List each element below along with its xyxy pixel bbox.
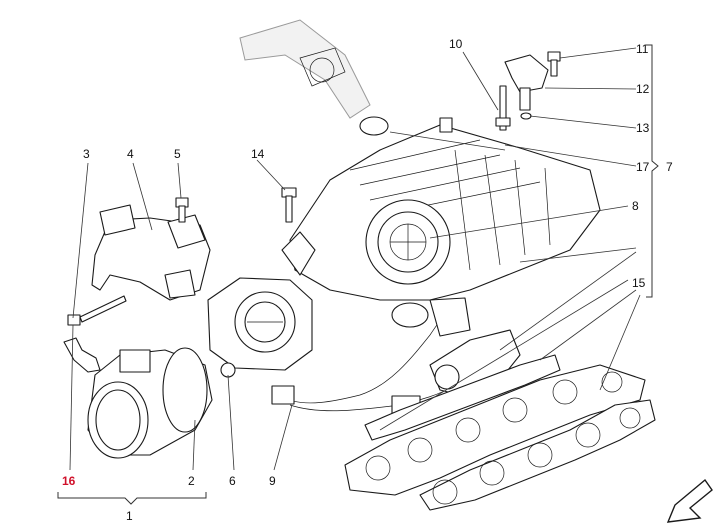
callout-13: 13	[636, 121, 650, 135]
bracket-group-1	[57, 492, 207, 505]
sensor-o-ring	[520, 112, 532, 120]
seal-ring-2	[162, 347, 208, 433]
manifold-gaskets	[344, 354, 656, 511]
callout-3: 3	[83, 147, 90, 161]
stud-10	[495, 85, 511, 131]
callout-7: 7	[666, 160, 673, 174]
mounting-bracket	[91, 204, 211, 301]
callout-4: 4	[127, 147, 134, 161]
callout-11: 11	[636, 42, 649, 56]
bracket-group-7	[646, 44, 659, 298]
ghost-intake-duct	[239, 19, 371, 119]
throttle-body	[207, 277, 313, 378]
intake-manifold	[281, 117, 601, 328]
callout-9: 9	[269, 474, 276, 488]
wiring-harness	[271, 297, 471, 419]
callout-2: 2	[188, 474, 195, 488]
callout-17: 17	[636, 160, 650, 174]
callout-8: 8	[632, 199, 639, 213]
callout-12: 12	[636, 82, 650, 96]
air-temperature-sensor	[63, 337, 101, 373]
manifold-pressure-sensor	[504, 54, 549, 111]
callout-5: 5	[174, 147, 181, 161]
leader-lines	[69, 47, 641, 471]
bolt-14	[281, 187, 297, 223]
bolt-5	[175, 197, 189, 223]
callout-15: 15	[632, 276, 646, 290]
bolt-11	[547, 51, 561, 77]
long-bolt-3	[67, 295, 127, 326]
callout-6: 6	[229, 474, 236, 488]
duct-gasket	[359, 116, 389, 136]
callout-14: 14	[251, 147, 265, 161]
arrow-down-left-icon	[666, 478, 713, 523]
callout-1: 1	[126, 509, 133, 523]
callout-16: 16	[62, 474, 76, 488]
callout-10: 10	[449, 37, 463, 51]
